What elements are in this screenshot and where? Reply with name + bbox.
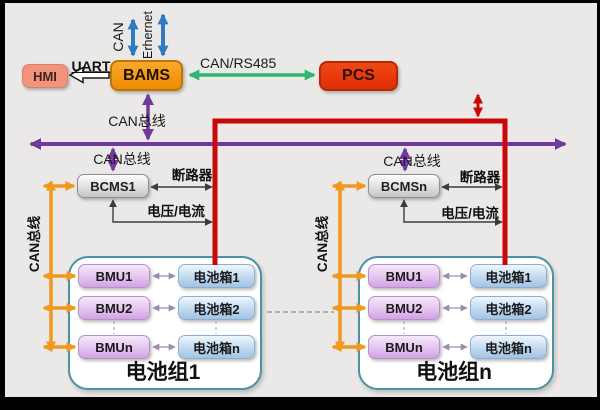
- group1-bmu2-node: BMU2: [78, 296, 150, 320]
- bcms1-canbus-label: CAN总线: [93, 151, 151, 167]
- groupn-bmun-node: BMUn: [368, 335, 440, 359]
- group1-bmun-node: BMUn: [78, 335, 150, 359]
- ethernet-port-label: Erhernet: [141, 11, 155, 59]
- group1-bmu1-node: BMU1: [78, 264, 150, 288]
- hmi-node: HMI: [22, 64, 68, 88]
- bams-canbus-label: CAN总线: [108, 113, 166, 129]
- bcmsn-node: BCMSn: [368, 174, 440, 198]
- bcmsn-breaker-label: 断路器: [459, 170, 501, 185]
- bcms1-breaker-label: 断路器: [171, 168, 213, 183]
- pcs-node: PCS: [319, 61, 398, 91]
- right-can-trunk-label: CAN总线: [315, 215, 330, 273]
- can-port-label: CAN: [110, 22, 126, 52]
- bcmsn-canbus-label: CAN总线: [383, 153, 441, 169]
- groupn-bmu2-node: BMU2: [368, 296, 440, 320]
- left-can-trunk-label: CAN总线: [27, 215, 42, 273]
- bcms1-node: BCMS1: [77, 174, 149, 198]
- groupn-bmu1-node: BMU1: [368, 264, 440, 288]
- bcmsn-voltage-current-label: 电压/电流: [441, 206, 499, 221]
- groupn-batterybox2-node: 电池箱2: [470, 296, 547, 320]
- groupn-batteryboxn-node: 电池箱n: [470, 335, 547, 359]
- bams-node: BAMS: [110, 60, 183, 91]
- can-rs485-label: CAN/RS485: [200, 55, 277, 71]
- groupn-batterybox1-node: 电池箱1: [470, 264, 547, 288]
- group1-batteryboxn-node: 电池箱n: [178, 335, 255, 359]
- group1-batterybox1-node: 电池箱1: [178, 264, 255, 288]
- bcms1-voltage-current-label: 电压/电流: [147, 204, 205, 219]
- group1-batterybox2-node: 电池箱2: [178, 296, 255, 320]
- uart-label: UART: [71, 58, 111, 74]
- groupn-title: 电池组n: [416, 361, 492, 384]
- group1-title: 电池组1: [125, 361, 201, 384]
